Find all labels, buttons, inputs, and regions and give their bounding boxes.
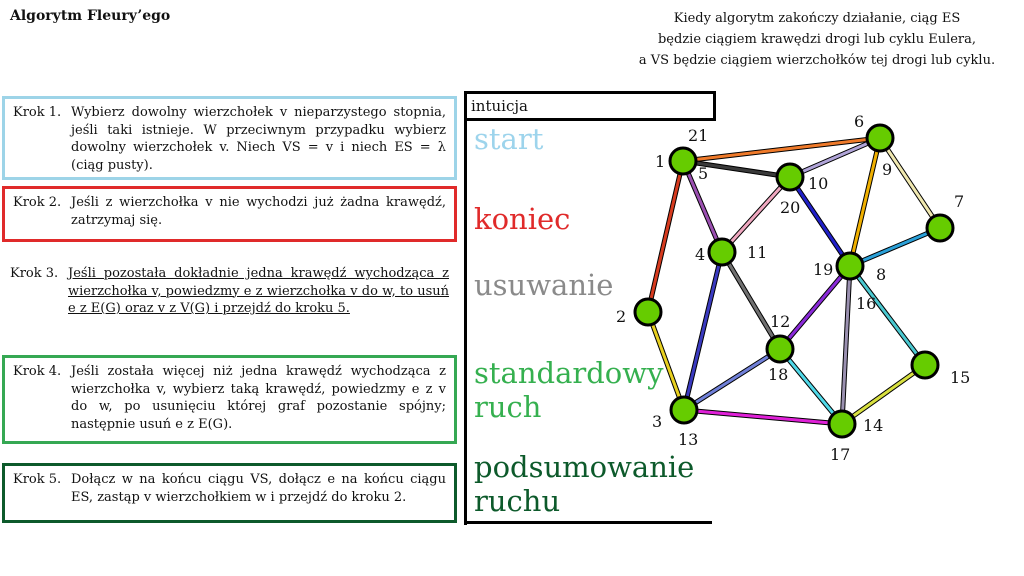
vertex-v14 [827,409,857,439]
step-2-text: Jeśli z wierzchołka v nie wychodzi już ż… [71,195,446,228]
edge-v8-v15 [848,265,927,366]
edge-v12-v14 [778,348,844,425]
vertex-label: 14 [863,416,883,435]
edge-v6-v8 [848,137,882,267]
vertex-label: 9 [882,160,892,179]
vertex-label: 5 [698,164,708,183]
vertex-v1 [668,146,698,176]
vertex-v6 [865,123,895,153]
edge-v8-v14 [840,265,852,425]
vertex-label: 6 [854,112,864,131]
step-5-box: Krok 5. Dołącz w na końcu ciągu VS, dołą… [2,463,457,523]
step-5-label: Krok 5. [13,472,62,487]
vertex-label: 19 [813,260,833,279]
vertex-label: 17 [830,445,850,464]
vertex-label: 11 [747,243,767,262]
step-4-box: Krok 4. Jeśli została więcej niż jedna k… [2,355,457,444]
edge-v1-v2 [646,160,685,313]
edge-v7-v8 [849,226,941,268]
vertex-v4 [707,237,737,267]
legend-usuwanie: usuwanie [474,268,614,302]
step-1-box: Krok 1. Wybierz dowolny wierzchołek v ni… [2,96,457,180]
vertex-v3 [669,395,699,425]
edge-v1-v4 [681,160,724,253]
step-3-label: Krok 3. [10,266,59,281]
legend-left-border [464,115,467,525]
step-2-box: Krok 2. Jeśli z wierzchołka v nie wychod… [2,186,457,242]
step-3-text-wrap: Jeśli pozostała dokładnie jedna krawędź … [68,265,449,318]
step-5-text: Dołącz w na końcu ciągu VS, dołącz e na … [71,472,446,505]
note-line-3: a VS będzie ciągiem wierzchołków tej dro… [638,53,996,68]
step-4-text: Jeśli została więcej niż jedna krawędź w… [71,364,446,432]
step-1-label: Krok 1. [13,105,62,120]
edge-v4-v3 [682,251,724,411]
note-line-1: Kiedy algorytm zakończy działanie, ciąg … [673,11,961,26]
legend-standardowy-ruch: standardowy ruch [474,356,664,424]
vertex-v12 [765,334,795,364]
edge-v6-v10 [789,136,881,179]
step-2-label: Krok 2. [13,195,62,210]
vertex-label: 4 [695,245,705,264]
vertex-v15 [910,350,940,380]
note-line-2: będzie ciągiem krawędzi drogi lub cyklu … [657,32,977,47]
edge-v1-v10 [682,159,791,179]
vertex-v7 [925,213,955,243]
vertex-v2 [633,297,663,327]
vertex-label: 20 [780,198,800,217]
step-4-label: Krok 4. [13,364,62,379]
edge-v6-v7 [878,137,942,229]
edge-v2-v3 [646,311,686,411]
legend-koniec: koniec [474,202,571,236]
vertex-label: 3 [652,412,662,431]
vertex-label: 2 [616,307,626,326]
step-1-text: Wybierz dowolny wierzchołek v nieparzyst… [71,105,446,173]
vertex-label: 18 [768,365,788,384]
vertex-label: 8 [876,265,886,284]
legend-start: start [474,122,544,156]
vertex-label: 13 [678,430,698,449]
edge-v3-v14 [683,408,843,426]
vertex-label: 15 [950,368,970,387]
edge-v4-v12 [720,251,782,350]
vertex-label: 21 [688,126,708,145]
edge-v10-v4 [720,175,792,254]
vertex-v8 [835,251,865,281]
result-note: Kiedy algorytm zakończy działanie, ciąg … [622,8,1012,71]
step-3-text: Jeśli pozostała dokładnie jedna krawędź … [68,266,449,316]
vertex-label: 12 [770,312,790,331]
edge-v1-v6 [682,136,881,163]
step-3-box: Krok 3. Jeśli pozostała dokładnie jedna … [2,260,457,342]
edge-v8-v12 [778,265,852,350]
vertex-label: 1 [655,152,665,171]
legend-podsumowanie-ruchu: podsumowanie ruchu [474,450,695,518]
page-title: Algorytm Fleury’ego [10,8,171,24]
legend-header: intuicja [464,91,716,121]
edge-v15-v14 [841,363,926,426]
vertex-label: 16 [856,294,876,313]
edge-v12-v3 [683,347,781,412]
vertex-label: 10 [808,174,828,193]
edge-v10-v8 [788,176,852,267]
vertex-v10 [775,162,805,192]
legend-bottom-border [464,521,712,524]
vertex-label: 7 [954,192,964,211]
